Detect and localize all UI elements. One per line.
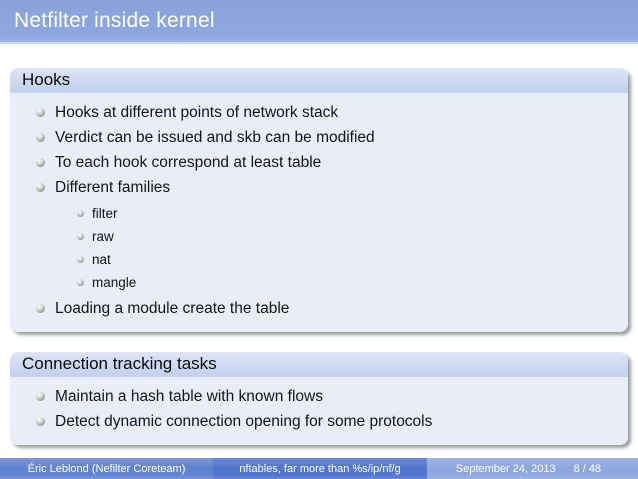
- slide-title: Netfilter inside kernel: [14, 9, 215, 32]
- block-hooks-title: Hooks: [10, 68, 628, 93]
- list-subitem-text: nat: [92, 252, 111, 267]
- footline: Éric Leblond (Nefilter Coreteam) nftable…: [0, 458, 638, 479]
- list-item-text: Different families: [55, 179, 171, 196]
- list-item: Hooks at different points of network sta…: [10, 102, 620, 123]
- list-subitem-text: mangle: [92, 275, 137, 290]
- footer-short-title: nftables, far more than %s/ip/nf/g: [213, 458, 427, 479]
- list-subitem-text: filter: [92, 206, 118, 221]
- list-subitem: raw: [10, 225, 620, 248]
- block-conntrack-body: Maintain a hash table with known flows D…: [10, 377, 628, 445]
- ball-bullet-icon: [77, 233, 84, 240]
- list-item-text: Detect dynamic connection opening for so…: [55, 413, 433, 430]
- list-item: Loading a module create the table: [10, 298, 620, 319]
- list-item-text: To each hook correspond at least table: [55, 154, 322, 171]
- block-hooks-body: Hooks at different points of network sta…: [10, 93, 628, 332]
- ball-bullet-icon: [77, 210, 84, 217]
- footer-date: September 24, 2013: [455, 462, 556, 475]
- ball-bullet-icon: [36, 158, 45, 167]
- conntrack-list: Maintain a hash table with known flows D…: [10, 386, 620, 432]
- ball-bullet-icon: [36, 392, 45, 401]
- ball-bullet-icon: [36, 108, 45, 117]
- list-item-text: Hooks at different points of network sta…: [55, 104, 339, 121]
- list-item: Maintain a hash table with known flows: [10, 386, 620, 407]
- list-item: To each hook correspond at least table: [10, 152, 620, 173]
- ball-bullet-icon: [36, 417, 45, 426]
- slide-title-bar: Netfilter inside kernel: [0, 0, 638, 44]
- block-hooks: Hooks Hooks at different points of netwo…: [10, 68, 628, 332]
- list-item: Different families: [10, 177, 620, 198]
- list-item-text: Loading a module create the table: [55, 300, 290, 317]
- ball-bullet-icon: [77, 279, 84, 286]
- ball-bullet-icon: [36, 133, 45, 142]
- list-item: Detect dynamic connection opening for so…: [10, 411, 620, 432]
- list-subitem: mangle: [10, 271, 620, 294]
- list-subitem-text: raw: [92, 229, 114, 244]
- list-item-text: Verdict can be issued and skb can be mod…: [55, 129, 375, 146]
- block-conntrack-title: Connection tracking tasks: [10, 352, 628, 377]
- footer-date-frame: September 24, 2013 8 / 48: [427, 458, 638, 479]
- ball-bullet-icon: [36, 304, 45, 313]
- footer-frame-number: 8 / 48: [573, 462, 602, 475]
- ball-bullet-icon: [77, 256, 84, 263]
- list-item-text: Maintain a hash table with known flows: [55, 388, 323, 405]
- list-subitem: filter: [10, 202, 620, 225]
- hooks-list: Hooks at different points of network sta…: [10, 102, 620, 319]
- list-subitem: nat: [10, 248, 620, 271]
- ball-bullet-icon: [36, 183, 45, 192]
- footer-author: Éric Leblond (Nefilter Coreteam): [0, 458, 213, 479]
- block-connection-tracking: Connection tracking tasks Maintain a has…: [10, 352, 628, 445]
- list-item: Verdict can be issued and skb can be mod…: [10, 127, 620, 148]
